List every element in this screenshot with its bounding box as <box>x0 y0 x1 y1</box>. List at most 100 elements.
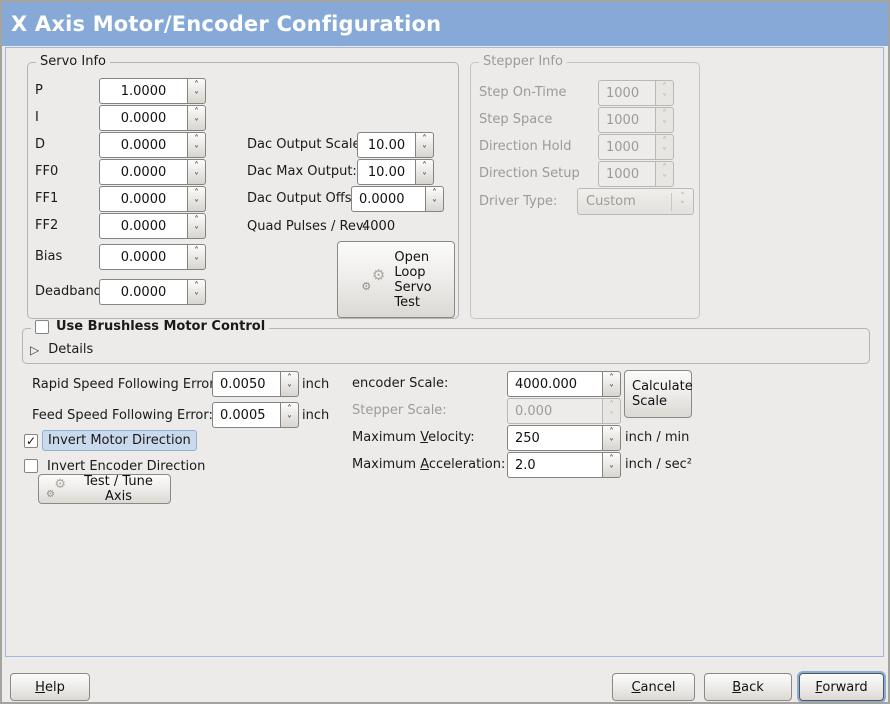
spin-down-icon[interactable]: ˅ <box>194 172 199 183</box>
spin-up-icon[interactable]: ˄ <box>422 134 427 145</box>
spin-up-icon[interactable]: ˄ <box>194 107 199 118</box>
bias-input[interactable]: 0.0000 <box>99 244 187 270</box>
maximum-velocity-spin-buttons[interactable]: ˄˅ <box>602 425 621 451</box>
i-spin-buttons[interactable]: ˄˅ <box>187 105 206 131</box>
invert-encoder-direction-checkbox[interactable] <box>24 459 38 473</box>
ff1-spinbox[interactable]: 0.0000 ˄˅ <box>99 186 206 212</box>
deadband-spinbox[interactable]: 0.0000 ˄˅ <box>99 279 206 305</box>
help-button[interactable]: Help <box>10 673 90 701</box>
use-brushless-checkbox[interactable] <box>35 319 49 334</box>
spin-down-icon[interactable]: ˅ <box>287 415 292 426</box>
spin-down-icon[interactable]: ˅ <box>194 226 199 237</box>
spin-up-icon[interactable]: ˄ <box>609 427 614 438</box>
spin-down-icon[interactable]: ˅ <box>287 384 292 395</box>
test-tune-axis-button[interactable]: ⚙⚙ Test / Tune Axis <box>38 474 171 504</box>
spin-down-icon[interactable]: ˅ <box>432 199 437 210</box>
encoder-scale-input[interactable]: 4000.000 <box>507 371 602 397</box>
step-space-spin-buttons: ˄˅ <box>655 107 674 133</box>
maximum-acceleration-spinbox[interactable]: 2.0 ˄˅ <box>507 452 621 478</box>
dac-output-offset-spin-buttons[interactable]: ˄˅ <box>425 186 444 212</box>
ff0-spinbox[interactable]: 0.0000 ˄˅ <box>99 159 206 185</box>
details-expander[interactable]: ▷ Details <box>30 342 93 357</box>
bias-spin-buttons[interactable]: ˄˅ <box>187 244 206 270</box>
rapid-following-error-input[interactable]: 0.0050 <box>212 371 280 397</box>
open-loop-servo-test-button[interactable]: ⚙⚙ Open Loop Servo Test <box>337 241 455 318</box>
p-spinbox[interactable]: 1.0000 ˄˅ <box>99 78 206 104</box>
spin-down-icon[interactable]: ˅ <box>194 199 199 210</box>
spin-up-icon[interactable]: ˄ <box>194 161 199 172</box>
dac-max-output-spin-buttons[interactable]: ˄˅ <box>415 159 434 185</box>
spin-down-icon[interactable]: ˅ <box>194 145 199 156</box>
feed-following-error-spinbox[interactable]: 0.0005 ˄˅ <box>212 402 299 428</box>
spin-down-icon[interactable]: ˅ <box>194 292 199 303</box>
spin-down-icon[interactable]: ˅ <box>609 438 614 449</box>
maximum-velocity-input[interactable]: 250 <box>507 425 602 451</box>
spin-down-icon[interactable]: ˅ <box>609 465 614 476</box>
d-input[interactable]: 0.0000 <box>99 132 187 158</box>
maximum-velocity-spinbox[interactable]: 250 ˄˅ <box>507 425 621 451</box>
ff0-input[interactable]: 0.0000 <box>99 159 187 185</box>
spin-down-icon[interactable]: ˅ <box>609 384 614 395</box>
spin-up-icon[interactable]: ˄ <box>609 373 614 384</box>
spin-up-icon[interactable]: ˄ <box>194 188 199 199</box>
spin-up-icon[interactable]: ˄ <box>194 80 199 91</box>
spin-up-icon[interactable]: ˄ <box>609 454 614 465</box>
dac-output-scale-spinbox[interactable]: 10.00 ˄˅ <box>357 132 434 158</box>
p-input[interactable]: 1.0000 <box>99 78 187 104</box>
cancel-button[interactable]: Cancel <box>612 673 695 701</box>
encoder-scale-spin-buttons[interactable]: ˄˅ <box>602 371 621 397</box>
spin-up-icon[interactable]: ˄ <box>194 246 199 257</box>
spin-up-icon[interactable]: ˄ <box>194 134 199 145</box>
ff1-spin-buttons[interactable]: ˄˅ <box>187 186 206 212</box>
invert-motor-direction-label[interactable]: Invert Motor Direction <box>42 430 197 451</box>
rapid-following-error-spinbox[interactable]: 0.0050 ˄˅ <box>212 371 299 397</box>
spin-down-icon[interactable]: ˅ <box>422 172 427 183</box>
dac-max-output-input[interactable]: 10.00 <box>357 159 415 185</box>
spin-up-icon[interactable]: ˄ <box>194 215 199 226</box>
spin-down-icon: ˅ <box>609 411 614 422</box>
deadband-input[interactable]: 0.0000 <box>99 279 187 305</box>
calculate-scale-button[interactable]: Calculate Scale <box>624 370 693 418</box>
spin-up-icon[interactable]: ˄ <box>287 373 292 384</box>
dac-max-output-spinbox[interactable]: 10.00 ˄˅ <box>357 159 434 185</box>
feed-following-error-spin-buttons[interactable]: ˄˅ <box>280 402 299 428</box>
ff2-spin-buttons[interactable]: ˄˅ <box>187 213 206 239</box>
forward-button[interactable]: Forward <box>799 673 884 701</box>
spin-down-icon[interactable]: ˅ <box>194 91 199 102</box>
feed-following-error-input[interactable]: 0.0005 <box>212 402 280 428</box>
i-spinbox[interactable]: 0.0000 ˄˅ <box>99 105 206 131</box>
expander-arrow-icon[interactable]: ▷ <box>30 342 40 357</box>
maximum-acceleration-spin-buttons[interactable]: ˄˅ <box>602 452 621 478</box>
dac-output-offset-input[interactable]: 0.0000 <box>351 186 425 212</box>
direction-hold-label: Direction Hold <box>479 139 572 154</box>
d-spinbox[interactable]: 0.0000 ˄˅ <box>99 132 206 158</box>
dac-output-offset-spinbox[interactable]: 0.0000 ˄˅ <box>351 186 444 212</box>
ff2-spinbox[interactable]: 0.0000 ˄˅ <box>99 213 206 239</box>
dac-output-scale-spin-buttons[interactable]: ˄˅ <box>415 132 434 158</box>
servo-info-group: Servo Info <box>27 54 459 319</box>
dac-output-scale-input[interactable]: 10.00 <box>357 132 415 158</box>
encoder-scale-spinbox[interactable]: 4000.000 ˄˅ <box>507 371 621 397</box>
p-spin-buttons[interactable]: ˄˅ <box>187 78 206 104</box>
spin-down-icon[interactable]: ˅ <box>422 145 427 156</box>
rapid-following-error-spin-buttons[interactable]: ˄˅ <box>280 371 299 397</box>
spin-down-icon[interactable]: ˅ <box>194 118 199 129</box>
invert-motor-direction-checkbox[interactable]: ✓ <box>24 434 38 448</box>
bias-spinbox[interactable]: 0.0000 ˄˅ <box>99 244 206 270</box>
spin-down-icon[interactable]: ˅ <box>194 257 199 268</box>
invert-encoder-direction-label[interactable]: Invert Encoder Direction <box>47 459 206 474</box>
spin-up-icon[interactable]: ˄ <box>432 188 437 199</box>
spin-up-icon[interactable]: ˄ <box>194 281 199 292</box>
spin-down-icon: ˅ <box>662 147 667 158</box>
maximum-acceleration-input[interactable]: 2.0 <box>507 452 602 478</box>
ff2-input[interactable]: 0.0000 <box>99 213 187 239</box>
spin-up-icon[interactable]: ˄ <box>422 161 427 172</box>
checkmark-icon: ✓ <box>25 434 37 448</box>
ff1-input[interactable]: 0.0000 <box>99 186 187 212</box>
deadband-spin-buttons[interactable]: ˄˅ <box>187 279 206 305</box>
i-input[interactable]: 0.0000 <box>99 105 187 131</box>
d-spin-buttons[interactable]: ˄˅ <box>187 132 206 158</box>
ff0-spin-buttons[interactable]: ˄˅ <box>187 159 206 185</box>
back-button[interactable]: Back <box>704 673 792 701</box>
spin-up-icon[interactable]: ˄ <box>287 404 292 415</box>
